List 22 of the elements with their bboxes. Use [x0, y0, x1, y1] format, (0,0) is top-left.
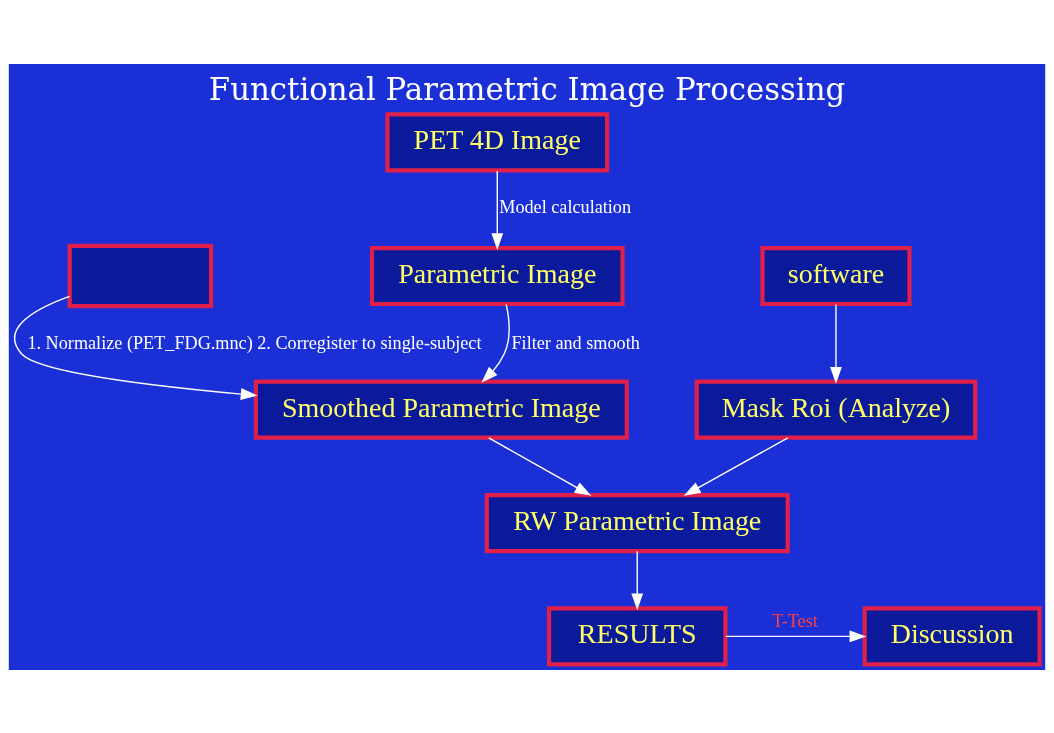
- edge-label: Filter and smooth: [511, 332, 640, 353]
- node-box: RESULTS: [546, 605, 728, 666]
- arrow: [488, 436, 592, 496]
- arrow: [631, 550, 644, 610]
- node-box: software: [760, 245, 912, 306]
- arrow: [14, 295, 258, 400]
- node-box: Parametric Image: [369, 245, 625, 306]
- arrow: [481, 303, 510, 383]
- arrow: [830, 303, 842, 384]
- node-box: RW Parametric Image: [484, 492, 790, 553]
- edge-label: Model calculation: [499, 196, 632, 217]
- node-box: PET 4D Image: [385, 111, 610, 172]
- node-box: Discussion: [862, 605, 1042, 666]
- arrow: [491, 169, 504, 250]
- diagram-title: Functional Parametric Image Processing: [208, 70, 846, 107]
- edge-label: 1. Normalize (PET_FDG.mnc) 2. Corregister to single-subject: [27, 332, 482, 353]
- node-box: [67, 243, 214, 308]
- arrow: [725, 630, 867, 642]
- arrow: [683, 436, 789, 496]
- node-box: Mask Roi (Analyze): [694, 379, 978, 440]
- node-box: Smoothed Parametric Image: [253, 379, 629, 440]
- edge-label: T-Test: [772, 610, 818, 631]
